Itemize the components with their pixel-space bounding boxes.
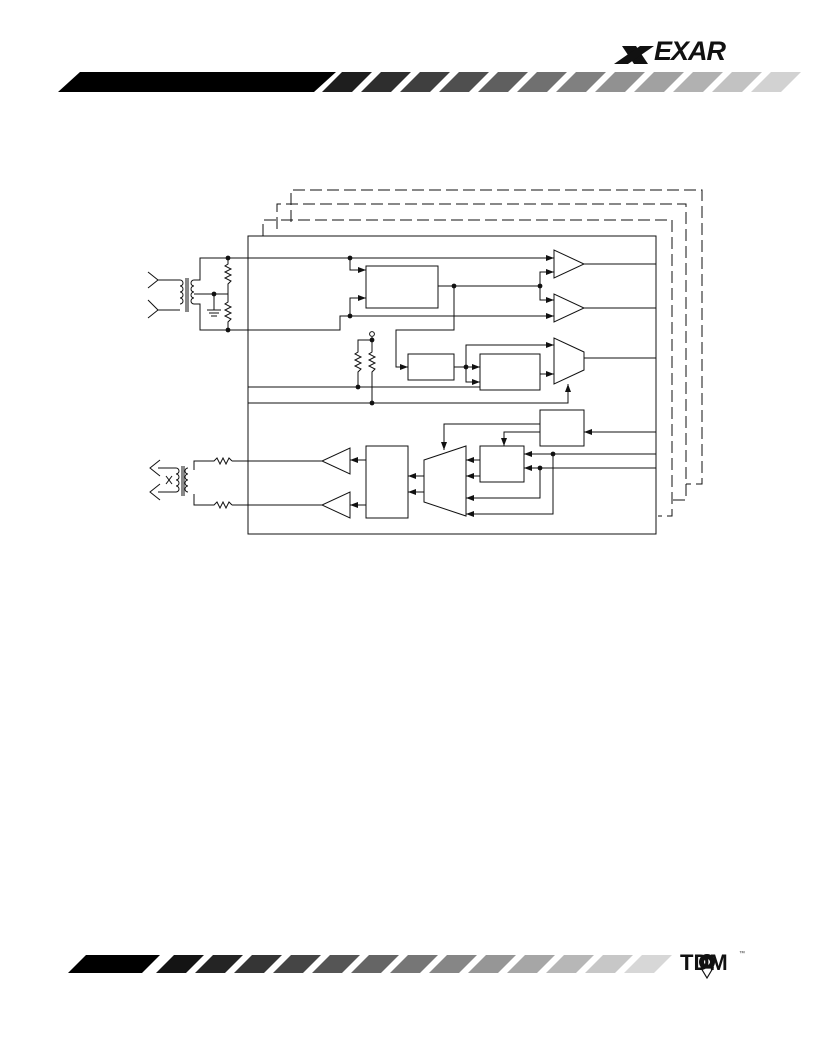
line-driver-bottom [320, 491, 351, 519]
footer-stripes [156, 955, 672, 973]
stripe-segment [273, 955, 321, 973]
stripe-segment [468, 955, 516, 973]
footer-stripe-band [68, 955, 160, 973]
receive-transformer [147, 257, 233, 331]
stripe-segment [673, 72, 723, 92]
header-stripe-band [58, 72, 336, 92]
tdm-logo-icon [699, 954, 715, 980]
stripe-segment [361, 72, 411, 92]
main-channel-frame [247, 235, 657, 535]
stripe-segment [507, 955, 555, 973]
stripe-segment [585, 955, 633, 973]
stripe-segment [634, 72, 684, 92]
stripe-segment [400, 72, 450, 92]
stripe-segment [517, 72, 567, 92]
stacked-channel-frames [262, 189, 703, 517]
stripe-segment [390, 955, 438, 973]
output-mux [553, 337, 585, 385]
transmit-mux [423, 445, 467, 517]
driver-block [365, 445, 409, 519]
stripe-segment [195, 955, 243, 973]
comparator-top [553, 249, 586, 279]
exar-logo-text: EXAR [654, 36, 726, 66]
stripe-segment [351, 955, 399, 973]
header-stripes [322, 72, 801, 92]
comparator-bottom [553, 293, 586, 323]
stripe-segment [156, 955, 204, 973]
signal-arrows [350, 255, 592, 517]
clock-block-2 [479, 353, 541, 391]
receive-block [365, 265, 439, 309]
stripe-segment [751, 72, 801, 92]
tdm-logo-text: TDM [680, 950, 728, 975]
block-diagram [147, 189, 703, 535]
stripe-segment [429, 955, 477, 973]
stripe-segment [322, 72, 372, 92]
stripe-segment [712, 72, 762, 92]
stripe-segment [624, 955, 672, 973]
stripe-segment [439, 72, 489, 92]
encoder-block [479, 445, 525, 483]
clock-block-1 [407, 353, 455, 381]
line-driver-top [320, 447, 351, 475]
trademark-mark: ™ [739, 951, 745, 957]
control-block [539, 409, 585, 447]
stripe-segment [595, 72, 645, 92]
stripe-segment [234, 955, 282, 973]
stripe-segment [546, 955, 594, 973]
stripe-segment [478, 72, 528, 92]
stripe-segment [556, 72, 606, 92]
stripe-segment [312, 955, 360, 973]
exar-logo-mark [614, 46, 654, 64]
transmit-transformer [149, 459, 189, 501]
